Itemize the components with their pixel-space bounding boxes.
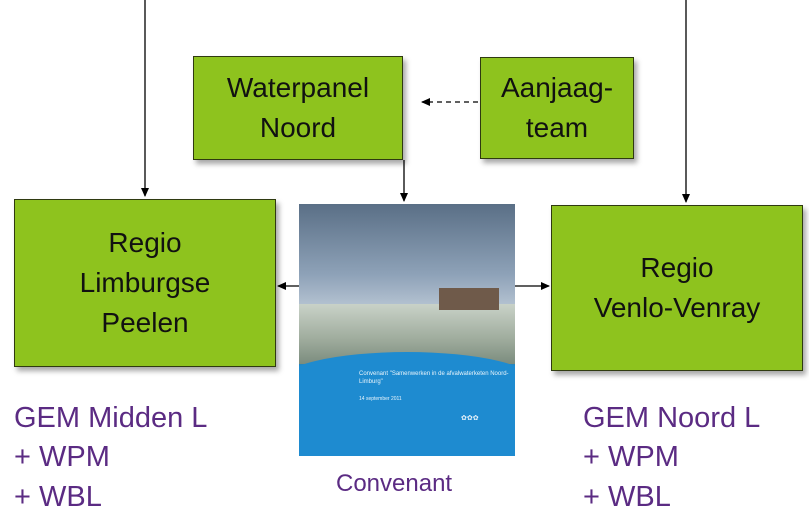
right-note-1: GEM Noord L (583, 402, 761, 434)
convenant-cover-image: Convenant "Samenwerken in de afvalwaterk… (299, 204, 515, 456)
waterpanel-line2: Noord (259, 112, 337, 143)
venlo-line1: Regio (640, 252, 714, 283)
left-note-1: GEM Midden L (14, 402, 208, 434)
cover-buildings (439, 288, 499, 310)
box-regio-venlo-venray: Regio Venlo-Venray (551, 205, 803, 371)
limburgse-line2: Limburgse (79, 267, 211, 298)
waterpanel-line1: Waterpanel (226, 72, 370, 103)
venlo-line2: Venlo-Venray (593, 292, 761, 323)
aanjaag-line1: Aanjaag- (500, 72, 614, 103)
right-note-3: + WBL (583, 481, 671, 513)
box-regio-limburgse-peelen: Regio Limburgse Peelen (14, 199, 276, 367)
right-note-2: + WPM (583, 441, 679, 473)
limburgse-line3: Peelen (101, 307, 189, 338)
box-aanjaag-team: Aanjaag- team (480, 57, 634, 159)
box-waterpanel-noord: Waterpanel Noord (193, 56, 403, 160)
aanjaag-line2: team (525, 112, 589, 143)
limburgse-line1: Regio (108, 227, 182, 258)
cover-title: Convenant "Samenwerken in de afvalwaterk… (359, 371, 509, 385)
cover-logo-icon: ✿✿✿ (461, 415, 479, 422)
cover-date: 14 september 2011 (359, 396, 402, 402)
convenant-caption: Convenant (336, 470, 453, 497)
left-note-3: + WBL (14, 481, 102, 513)
left-note-2: + WPM (14, 441, 110, 473)
cover-blue-band (299, 352, 515, 456)
